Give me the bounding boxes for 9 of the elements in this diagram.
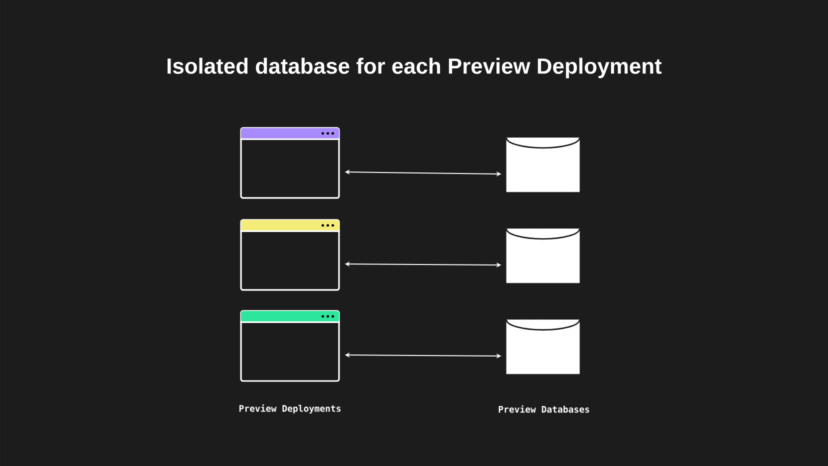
database-cylinder	[506, 138, 580, 192]
database-cylinder	[506, 320, 580, 374]
caption-label: Preview Deployments	[239, 404, 341, 414]
browser-window	[240, 127, 340, 199]
database-cylinder	[506, 228, 580, 284]
browser-window	[240, 310, 340, 382]
caption-label: Preview Databases	[498, 405, 590, 413]
title: Isolated database for each Preview Deployment	[168, 58, 662, 78]
browser-window	[240, 219, 340, 291]
